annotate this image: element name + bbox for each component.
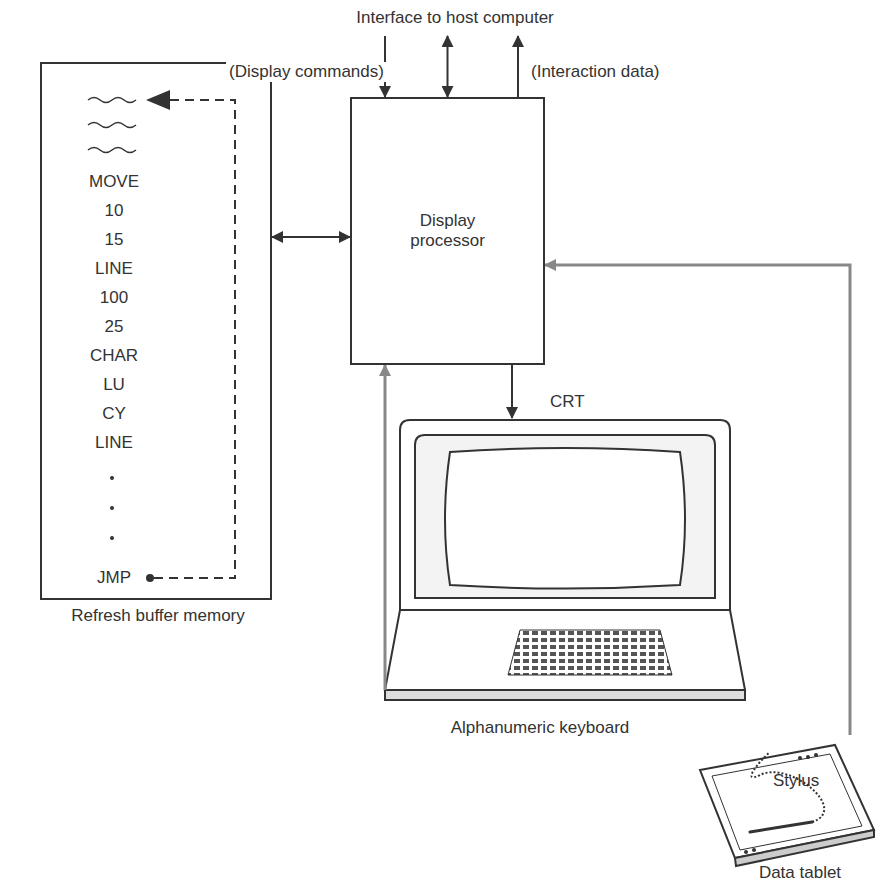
node-text: JMP: [97, 568, 131, 588]
node-text: 10: [105, 201, 124, 221]
connector-arrow: [517, 36, 519, 97]
connector-arrow: [511, 365, 513, 418]
node-text: 25: [105, 317, 124, 337]
node-text: 100: [100, 288, 128, 308]
data-tablet: [700, 745, 874, 866]
memory-box: Refresh buffer memoryMOVE1015LINE10025CH…: [40, 62, 272, 600]
node-text: LU: [103, 375, 125, 395]
node-text: Alphanumeric keyboard: [451, 718, 630, 738]
data-squiggles: [88, 98, 136, 153]
node-text: CHAR: [90, 346, 138, 366]
node-text: LINE: [95, 433, 133, 453]
node-text: LINE: [95, 259, 133, 279]
stylus-pen: [750, 822, 812, 832]
data-tablet: StylusData tablet: [695, 735, 877, 887]
keyboard-keys: [508, 630, 672, 675]
connector-arrow: [447, 36, 449, 97]
edge-label: (Display commands): [226, 62, 387, 82]
node-text: Display processor: [400, 211, 495, 250]
jump-loop: [148, 100, 235, 578]
processor-box: Display processor: [350, 97, 545, 365]
connector-arrow: [545, 265, 850, 735]
node-text: 15: [105, 230, 124, 250]
node-text: CRT: [550, 392, 585, 412]
node-text: MOVE: [89, 172, 139, 192]
keyboard: Alphanumeric keyboard: [385, 600, 745, 748]
node-text: Stylus: [773, 771, 819, 791]
connector-arrow: [272, 236, 350, 238]
node-text: Refresh buffer memory: [71, 606, 245, 626]
node-text: Interface to host computer: [356, 8, 554, 28]
node-text: Data tablet: [759, 863, 841, 883]
connector-arrow: [384, 365, 387, 690]
edge-label: (Interaction data): [528, 62, 663, 82]
crt-display: CRT: [400, 418, 730, 600]
jump-dot: [146, 574, 154, 582]
tablet-buttons: [744, 753, 818, 854]
stylus-cord: [751, 752, 824, 822]
crt-monitor: [385, 420, 745, 700]
host-interface: Interface to host computer: [300, 4, 610, 32]
node-text: CY: [102, 404, 126, 424]
ellipsis-dots: [110, 476, 114, 540]
